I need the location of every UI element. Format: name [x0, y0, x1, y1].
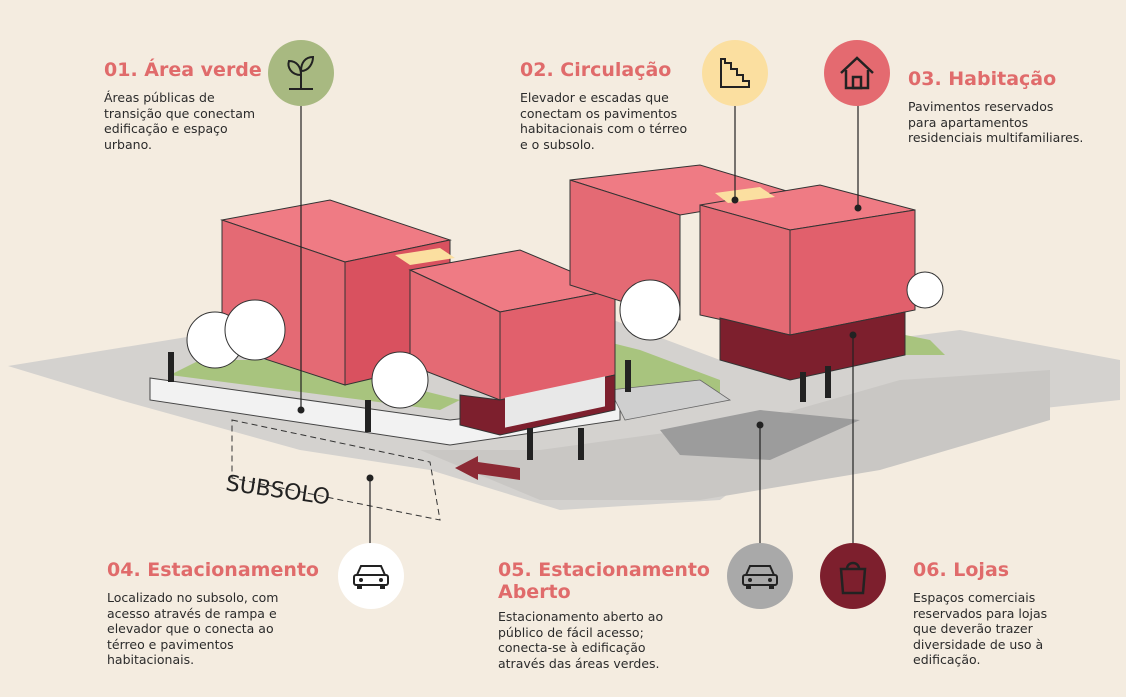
- item-description: Localizado no subsolo, com acesso atravé…: [107, 590, 279, 667]
- estacionamento-badge: [338, 543, 404, 609]
- right-block-front: [789, 209, 916, 336]
- estacionamento-aberto-badge: [727, 543, 793, 609]
- item-description: Elevador e escadas que conectam os pavim…: [520, 90, 688, 152]
- person: [578, 428, 584, 460]
- item-description: Espaços comerciais reservados para lojas…: [913, 590, 1048, 667]
- sprout-icon: [287, 55, 315, 90]
- item-title: 04. Estacionamento: [107, 559, 319, 581]
- ramp-arrow: [455, 456, 520, 480]
- item-estacionamento: 04. Estacionamento Localizado no subsolo…: [107, 559, 319, 668]
- person: [527, 428, 533, 460]
- item-title: 06. Lojas: [913, 559, 1010, 581]
- item-habitacao: 03. Habitação Pavimentos reservados para…: [908, 68, 1083, 146]
- tree: [619, 279, 681, 341]
- item-lojas: 06. Lojas Espaços comerciais reservados …: [913, 559, 1047, 668]
- house-icon: [840, 56, 874, 90]
- item-title: 01. Área verde: [104, 59, 262, 81]
- person: [825, 366, 831, 398]
- person: [365, 400, 371, 432]
- basement-outline: [231, 419, 441, 521]
- person: [625, 360, 631, 392]
- item-title: 05. Estacionamento Aberto: [498, 559, 710, 603]
- connector-dot: [297, 406, 305, 414]
- car-icon: [353, 565, 389, 589]
- area-verde-badge: [268, 40, 334, 106]
- item-area-verde: 01. Área verde Áreas públicas de transiç…: [104, 59, 262, 152]
- tree: [371, 351, 429, 409]
- connector-dot: [849, 331, 857, 339]
- shopping-bag-icon: [839, 561, 867, 595]
- right-shops: [719, 311, 906, 381]
- person: [800, 372, 806, 402]
- stairs: [609, 379, 732, 421]
- connector-dot: [756, 421, 764, 429]
- connector-dot: [854, 204, 862, 212]
- lojas-badge: [820, 543, 886, 609]
- item-title: 02. Circulação: [520, 59, 672, 81]
- stairs-icon: [720, 58, 750, 88]
- basement-label: SUBSOLO: [224, 471, 331, 510]
- connector-dot: [731, 196, 739, 204]
- person: [168, 352, 174, 382]
- right-circulation-roof: [715, 187, 775, 203]
- circulacao-badge: [702, 40, 768, 106]
- left-circulation-roof: [395, 248, 455, 265]
- item-title: 03. Habitação: [908, 68, 1057, 90]
- item-description: Pavimentos reservados para apartamentos …: [908, 99, 1084, 145]
- item-description: Áreas públicas de transição que conectam…: [104, 90, 256, 152]
- tree: [906, 271, 944, 309]
- item-estacionamento-aberto: 05. Estacionamento Aberto Estacionamento…: [498, 559, 710, 671]
- item-circulacao: 02. Circulação Elevador e escadas que co…: [520, 59, 687, 152]
- car-icon: [742, 565, 778, 589]
- connector-dot: [366, 474, 374, 482]
- item-description: Estacionamento aberto ao público de fáci…: [498, 609, 664, 671]
- left-shop-window: [505, 376, 605, 428]
- tree: [224, 299, 286, 361]
- habitacao-badge: [824, 40, 890, 106]
